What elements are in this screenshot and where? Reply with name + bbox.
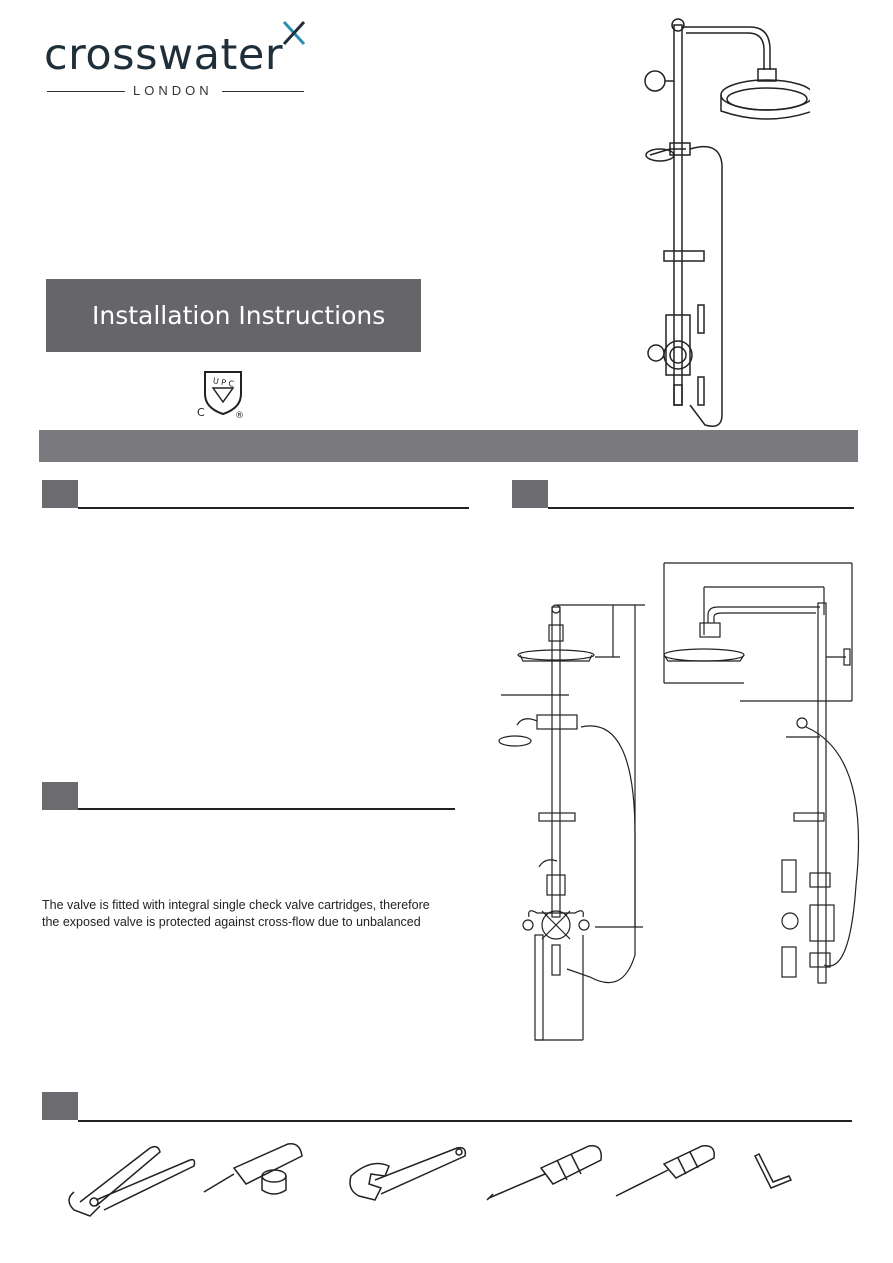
section-rule-2 xyxy=(548,507,854,509)
section-rule-1 xyxy=(78,507,469,509)
section-band xyxy=(39,430,858,462)
note-line-1: The valve is fitted with integral single… xyxy=(42,898,430,912)
check-valve-note: The valve is fitted with integral single… xyxy=(42,897,462,931)
svg-text:U P C: U P C xyxy=(212,376,235,389)
shower-system-illustration xyxy=(644,18,810,427)
sealant-tube-icon xyxy=(203,1143,303,1195)
brand-x-icon xyxy=(282,20,306,46)
adjustable-wrench-icon xyxy=(349,1146,467,1201)
logo-rule-right xyxy=(222,91,304,92)
upc-certification-icon: U P C C ® xyxy=(197,371,244,420)
pipe-wrench-icon xyxy=(68,1145,196,1217)
section-marker-4 xyxy=(42,1092,78,1120)
front-view-dimension-drawing xyxy=(498,604,645,1041)
section-marker-1 xyxy=(42,480,78,508)
flat-screwdriver-icon xyxy=(486,1145,602,1201)
title-banner: Installation Instructions xyxy=(46,279,421,352)
banner-title: Installation Instructions xyxy=(92,301,386,330)
section-marker-2 xyxy=(512,480,548,508)
side-view-dimension-drawing xyxy=(663,562,860,984)
hex-key-icon xyxy=(753,1152,793,1189)
note-line-2: the exposed valve is protected against c… xyxy=(42,915,421,929)
logo-rule-left xyxy=(47,91,125,92)
upc-right-mark: ® xyxy=(235,411,244,420)
brand-location: LONDON xyxy=(133,83,213,98)
brand-logo-wordmark: crosswater xyxy=(44,30,284,80)
section-marker-3 xyxy=(42,782,78,810)
upc-left-letter: C xyxy=(197,406,205,419)
section-rule-4 xyxy=(78,1120,852,1122)
section-rule-3 xyxy=(78,808,455,810)
phillips-screwdriver-icon xyxy=(615,1145,715,1197)
